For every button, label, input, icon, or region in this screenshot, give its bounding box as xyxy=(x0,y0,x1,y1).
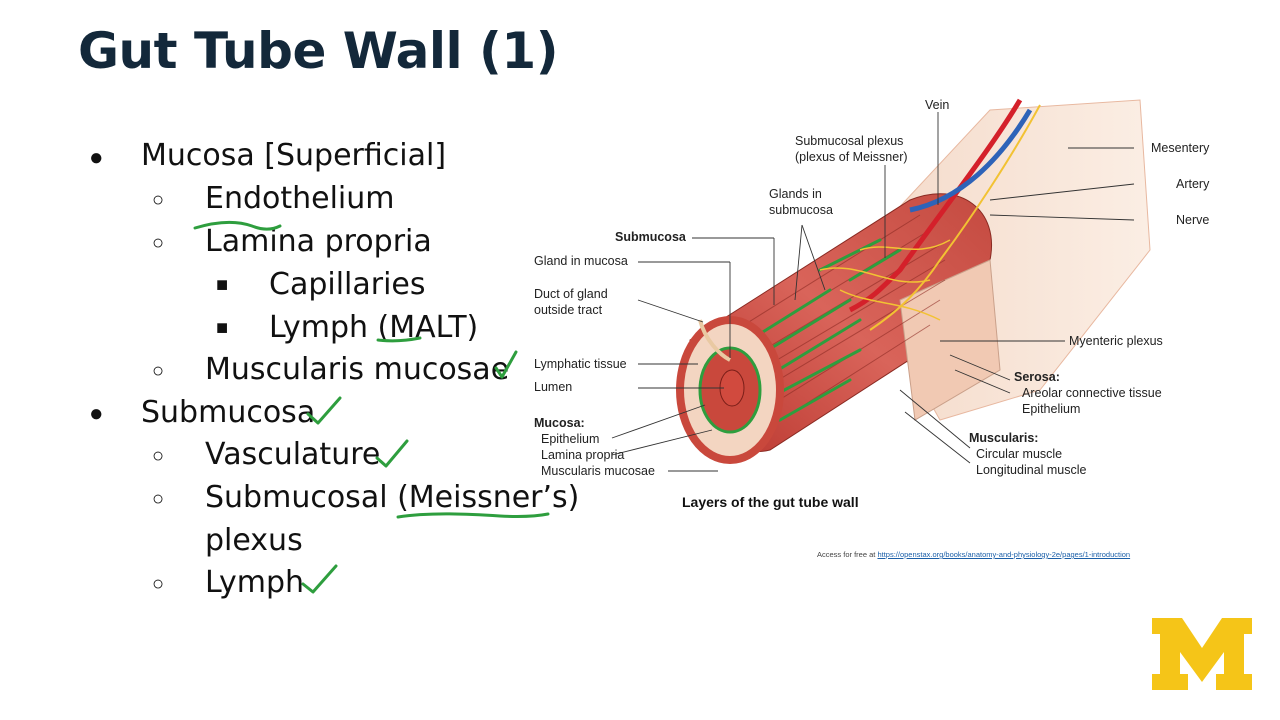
bullet-circle-icon: ○ xyxy=(152,445,165,467)
label-lamina-propria: Lamina propria xyxy=(541,448,625,462)
label-submucosal-plexus: Submucosal plexus xyxy=(795,134,904,148)
label-mucosa: Mucosa: xyxy=(534,416,585,430)
bullet-circle-icon: ○ xyxy=(152,189,165,211)
bullet-circle-icon: ○ xyxy=(152,232,165,254)
gut-wall-figure: Vein Submucosal plexus (plexus of Meissn… xyxy=(520,90,1240,520)
credit-prefix: Access for free at xyxy=(817,550,878,559)
label-glands-in: Glands in xyxy=(769,187,822,201)
slide-title: Gut Tube Wall (1) xyxy=(78,22,559,80)
label-outside-tract: outside tract xyxy=(534,303,603,317)
bullet-submucosal-plexus: Submucosal (Meissner’s) xyxy=(205,480,580,515)
label-artery: Artery xyxy=(1176,177,1210,191)
label-mesentery: Mesentery xyxy=(1151,141,1210,155)
label-plexus-of-meissner: (plexus of Meissner) xyxy=(795,150,908,164)
label-muscularis-mucosae: Muscularis mucosae xyxy=(541,464,655,478)
bullet-lymph-malt: Lymph (MALT) xyxy=(269,310,479,345)
vein-vessel xyxy=(909,108,1033,213)
bullet-lymph: Lymph xyxy=(205,565,304,600)
bullet-plexus-continuation: plexus xyxy=(205,523,303,558)
label-glands-submucosa: submucosa xyxy=(769,203,833,217)
bullet-submucosa: Submucosa xyxy=(141,395,316,430)
label-serosa: Serosa: xyxy=(1014,370,1060,384)
bullet-vasculature: Vasculature xyxy=(205,437,381,472)
serosa-band xyxy=(899,259,1001,421)
bullet-disc-icon: ● xyxy=(89,400,104,427)
bullet-square-icon: ■ xyxy=(216,317,229,339)
label-lymphatic-tissue: Lymphatic tissue xyxy=(534,357,627,371)
bullet-square-icon: ■ xyxy=(216,274,229,296)
nerve-fiber xyxy=(869,104,1041,331)
credit-link[interactable]: https://openstax.org/books/anatomy-and-p… xyxy=(877,550,1131,559)
bullet-capillaries: Capillaries xyxy=(269,267,426,302)
label-lumen: Lumen xyxy=(534,380,573,394)
label-nerve: Nerve xyxy=(1176,213,1210,227)
label-gland-in-mucosa: Gland in mucosa xyxy=(534,254,628,268)
figure-caption: Layers of the gut tube wall xyxy=(682,494,859,510)
artery-vessel xyxy=(848,98,1023,313)
label-vein: Vein xyxy=(925,98,950,112)
check-mark-icon xyxy=(375,439,409,468)
label-areolar-connective-tissue: Areolar connective tissue xyxy=(1022,386,1162,400)
bullet-mucosa: Mucosa [Superficial] xyxy=(141,138,447,173)
label-submucosa: Submucosa xyxy=(615,230,686,244)
label-duct-of-gland: Duct of gland xyxy=(534,287,608,301)
bullet-circle-icon: ○ xyxy=(152,573,165,595)
check-mark-icon xyxy=(301,564,338,594)
gut-wall-illustration xyxy=(611,98,1151,472)
bullet-endothelium: Endothelium xyxy=(205,181,395,216)
bullet-circle-icon: ○ xyxy=(152,360,165,382)
label-serosa-epithelium: Epithelium xyxy=(1022,402,1081,416)
university-block-m-logo xyxy=(1152,618,1252,690)
label-muscularis: Muscularis: xyxy=(969,431,1039,445)
bullet-circle-icon: ○ xyxy=(152,488,165,510)
label-longitudinal-muscle: Longitudinal muscle xyxy=(976,463,1087,477)
label-mucosa-epithelium: Epithelium xyxy=(541,432,600,446)
label-myenteric-plexus: Myenteric plexus xyxy=(1069,334,1163,348)
duct-of-gland xyxy=(698,319,731,362)
bullet-muscularis-mucosae: Muscularis mucosae xyxy=(205,352,510,387)
bullet-lamina-propria: Lamina propria xyxy=(205,224,432,259)
bullet-disc-icon: ● xyxy=(89,144,104,171)
label-circular-muscle: Circular muscle xyxy=(976,447,1063,461)
credit-line: Access for free at https://openstax.org/… xyxy=(817,550,1130,559)
